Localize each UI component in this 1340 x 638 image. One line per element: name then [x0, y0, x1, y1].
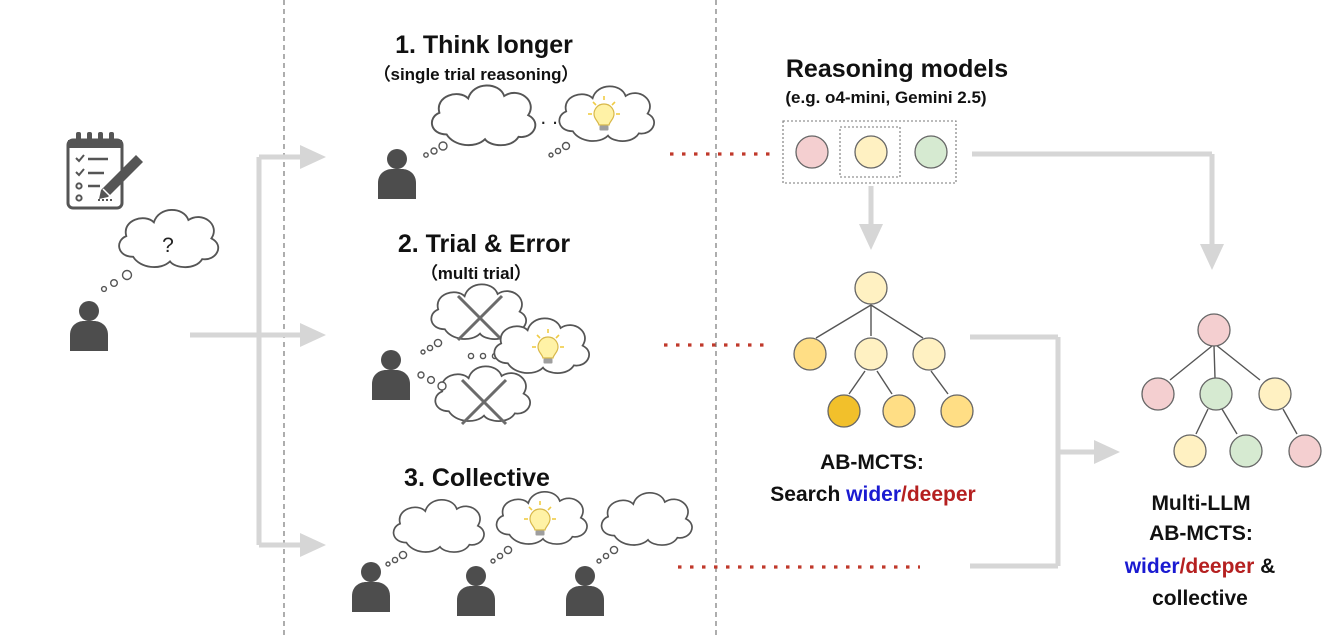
model-node-red: [795, 135, 829, 169]
tree-node: [1258, 377, 1292, 411]
person-icon: [352, 562, 390, 612]
tree-node: [912, 337, 946, 371]
reasoning-models-title: Reasoning models: [786, 55, 1008, 83]
question-mark: ?: [162, 234, 174, 257]
model-node-green: [914, 135, 948, 169]
thought-cloud: [423, 84, 537, 158]
tree-node: [1141, 377, 1175, 411]
wider-label: wider: [1124, 555, 1180, 578]
ab-mcts-search-label: Search wider/deeper: [770, 483, 975, 506]
tree-node: [827, 394, 861, 428]
tree-node: [1288, 434, 1322, 468]
thought-cloud: [385, 498, 485, 567]
tree-node: [1199, 377, 1233, 411]
person-icon: [70, 301, 108, 351]
tree-node: [940, 394, 974, 428]
tree-node: [1173, 434, 1207, 468]
tree-node: [882, 394, 916, 428]
reasoning-models-subtitle: (e.g. o4-mini, Gemini 2.5): [785, 88, 986, 107]
notepad-icon: [66, 132, 143, 210]
multi-llm-label: Multi-LLM: [1151, 492, 1250, 515]
ab-mcts-label: AB-MCTS:: [820, 451, 924, 474]
tree-node-root: [854, 271, 888, 305]
failed-cloud-top: [420, 283, 528, 355]
deeper-label: deeper: [907, 483, 976, 506]
approach-1-subtitle: （single trial reasoning）: [374, 64, 579, 84]
approach-2-title: 2. Trial & Error: [398, 230, 571, 258]
ellipsis-bubble: [479, 352, 487, 360]
collective-label: collective: [1152, 587, 1248, 610]
person-icon: [372, 350, 410, 400]
models-box-middle: [839, 126, 901, 178]
model-node-yellow: [854, 135, 888, 169]
tree-node: [1229, 434, 1263, 468]
tree-node-root: [1197, 313, 1231, 347]
ab-mcts-tree: [793, 271, 974, 428]
wider-label: wider: [845, 483, 901, 506]
flow-arrows: [859, 151, 1224, 569]
deeper-label: deeper: [1185, 555, 1254, 578]
thought-cloud: [596, 491, 693, 564]
approach-1-title: 1. Think longer: [395, 31, 573, 59]
branch-arrows: [190, 145, 326, 557]
approach-3-title: 3. Collective: [404, 464, 550, 492]
idea-cloud: [548, 85, 656, 158]
thought-cloud: [100, 209, 220, 293]
tree-node: [793, 337, 827, 371]
multi-llm-ab-mcts-label: AB-MCTS:: [1149, 522, 1253, 545]
person-icon: [457, 566, 495, 616]
approach-2-subtitle: （multi trial）: [421, 263, 532, 283]
tree-node: [854, 337, 888, 371]
multi-llm-wider-deeper-label: wider/deeper &: [1124, 555, 1276, 578]
failed-cloud-bottom: [417, 365, 532, 426]
idea-cloud: [490, 490, 588, 564]
person-icon: [378, 149, 416, 199]
models-box: [782, 120, 957, 184]
ellipsis-bubble: [467, 352, 475, 360]
multi-llm-tree: [1141, 313, 1322, 468]
person-icon: [566, 566, 604, 616]
